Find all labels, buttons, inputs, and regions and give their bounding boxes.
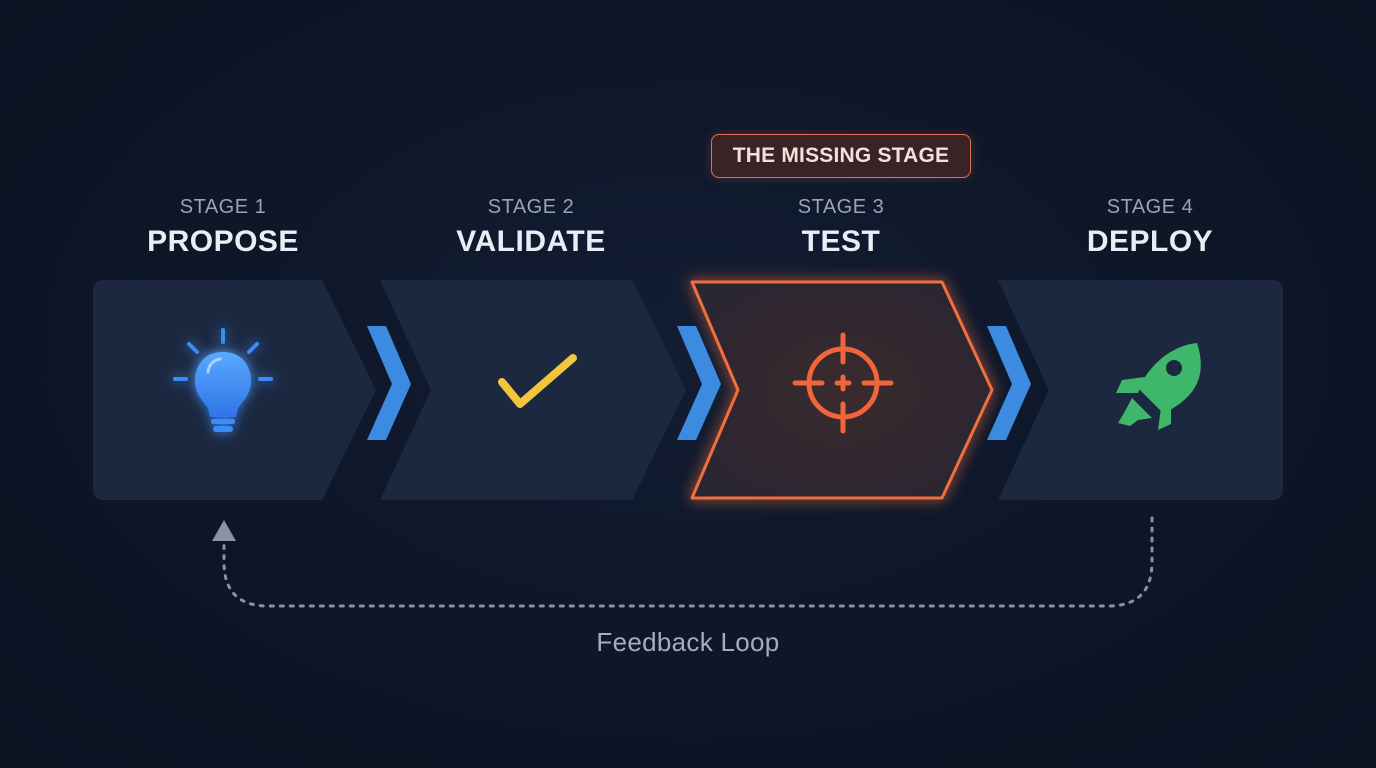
stage-1-title: PROPOSE (147, 225, 299, 258)
feedback-loop-line (222, 516, 1154, 608)
feedback-loop-arrowhead (212, 520, 236, 541)
connector-chevron-1 (367, 326, 411, 440)
feedback-loop-label: Feedback Loop (596, 627, 780, 657)
connector-chevron-2 (677, 326, 721, 440)
stage-4-number: STAGE 4 (1106, 196, 1194, 218)
stage-4-title: DEPLOY (1086, 225, 1214, 258)
checkmark-icon (498, 354, 577, 408)
lightbulb-icon (173, 328, 273, 432)
stage-3-title: TEST (801, 225, 881, 258)
rocket-icon (1116, 343, 1201, 430)
crosshair-icon (792, 332, 894, 434)
connector-chevron-3 (987, 326, 1031, 440)
stage-2-title: VALIDATE (456, 225, 606, 258)
stage-2-number: STAGE 2 (487, 196, 575, 218)
stage-1-number: STAGE 1 (179, 196, 267, 218)
stage-3-number: STAGE 3 (797, 196, 885, 218)
missing-stage-badge: THE MISSING STAGE (711, 134, 971, 178)
